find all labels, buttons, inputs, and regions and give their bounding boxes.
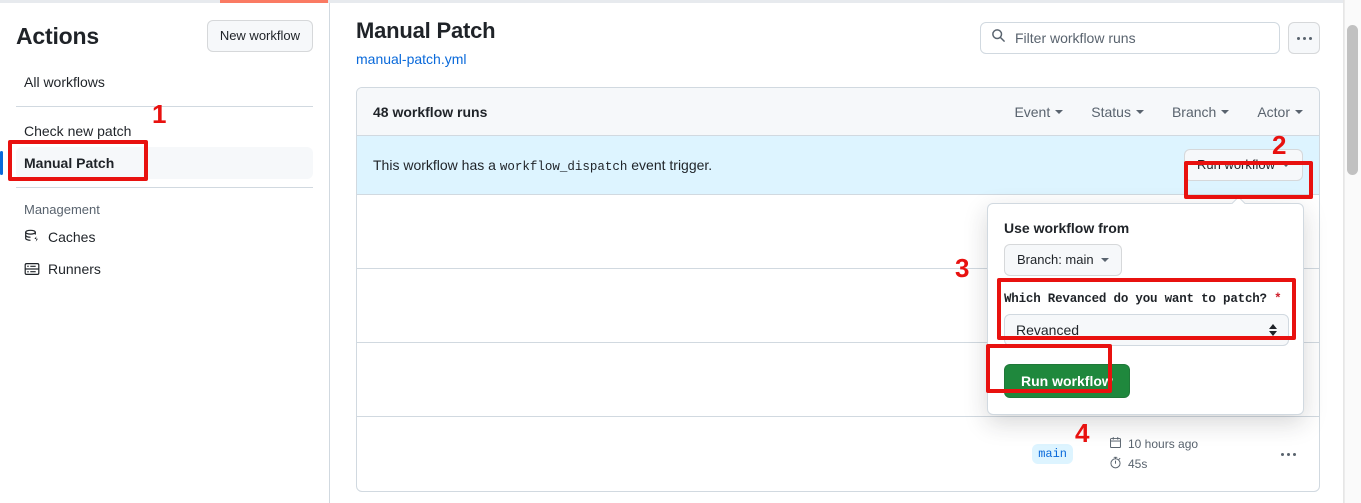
row-timestamp-text: 10 hours ago	[1128, 437, 1199, 451]
row-timestamp: 10 hours ago	[1109, 436, 1198, 452]
search-icon	[991, 28, 1006, 48]
search-input[interactable]	[1013, 29, 1269, 47]
workflow-header: Manual Patch manual-patch.yml	[356, 3, 1320, 70]
table-row[interactable]: main 10 hours ago	[357, 417, 1319, 491]
viewport-divider	[1343, 0, 1344, 503]
row-duration-text: 45s	[1128, 457, 1148, 471]
filter-actor-label: Actor	[1257, 103, 1290, 120]
cache-icon	[24, 229, 40, 245]
workflow-title-group: Manual Patch manual-patch.yml	[356, 17, 496, 70]
runners-icon	[24, 261, 40, 277]
sidebar-item-label: Caches	[48, 229, 96, 245]
page-title: Actions	[16, 22, 99, 49]
branch-select-label: Branch: main	[1017, 252, 1094, 267]
actions-sidebar: Actions New workflow All workflows Check…	[0, 3, 330, 503]
sidebar-item-manual-patch[interactable]: Manual Patch	[0, 147, 313, 179]
page-scrollbar-track[interactable]	[1344, 0, 1361, 503]
dispatch-banner-text: This workflow has a workflow_dispatch ev…	[373, 157, 712, 174]
filter-status[interactable]: Status	[1091, 104, 1144, 120]
required-marker: *	[1274, 292, 1282, 306]
branch-badge[interactable]: main	[1032, 444, 1073, 464]
sidebar-item-runners[interactable]: Runners	[16, 253, 313, 285]
sidebar-item-check-new-patch[interactable]: Check new patch	[16, 115, 313, 147]
new-workflow-button[interactable]: New workflow	[206, 20, 313, 52]
select-stepper-icon	[1269, 324, 1277, 336]
use-workflow-from-label: Use workflow from	[1004, 220, 1130, 236]
dispatch-suffix: event trigger.	[631, 156, 713, 173]
workflow-file-link[interactable]: manual-patch.yml	[356, 51, 467, 67]
filter-actor[interactable]: Actor	[1257, 104, 1303, 120]
stopwatch-icon	[1109, 456, 1122, 472]
workflow-dispatch-banner: This workflow has a workflow_dispatch ev…	[357, 136, 1319, 195]
chevron-down-icon	[1055, 109, 1064, 114]
run-workflow-dropdown-button[interactable]: Run workflow	[1183, 149, 1303, 181]
chevron-down-icon	[1221, 109, 1230, 114]
row-meta: 10 hours ago 45s	[1073, 436, 1273, 472]
revanced-select-value: Revanced	[1016, 322, 1080, 338]
sidebar-item-caches[interactable]: Caches	[16, 221, 313, 253]
sidebar-item-label: Check new patch	[24, 123, 132, 139]
filter-branch-label: Branch	[1171, 103, 1217, 120]
kebab-icon	[1280, 452, 1296, 456]
sidebar-section-management: Management	[24, 202, 100, 217]
filter-event[interactable]: Event	[1014, 103, 1064, 120]
workflow-runs-panel: 48 workflow runs Event Status Branch	[356, 87, 1320, 492]
workflow-input-label-text: Which Revanced do you want to patch?	[1004, 292, 1267, 306]
calendar-icon	[1109, 436, 1122, 452]
chevron-down-icon	[1295, 109, 1303, 114]
sidebar-item-all-workflows[interactable]: All workflows	[16, 66, 313, 98]
popup-arrow	[1230, 196, 1246, 204]
kebab-icon	[1296, 36, 1312, 40]
chevron-down-icon	[1100, 258, 1109, 262]
sidebar-workflow-list: All workflows Check new patch Manual Pat…	[0, 66, 313, 285]
row-kebab-button[interactable]	[1273, 452, 1303, 456]
filters-group: Event Status Branch Actor	[1014, 104, 1303, 120]
revanced-select[interactable]: Revanced	[1004, 314, 1289, 346]
chevron-down-icon	[1282, 163, 1290, 167]
sidebar-item-label: Manual Patch	[24, 155, 115, 171]
popup-body: Use workflow from Branch: main Which Rev…	[988, 204, 1303, 414]
run-workflow-popup: Use workflow from Branch: main Which Rev…	[987, 203, 1304, 415]
dispatch-event-code: workflow_dispatch	[499, 159, 628, 174]
sidebar-divider-1	[16, 106, 313, 107]
header-actions	[980, 17, 1320, 54]
sidebar-divider-2	[16, 187, 313, 188]
workflow-runs-count: 48 workflow runs	[373, 103, 488, 120]
page-scrollbar-thumb[interactable]	[1347, 25, 1358, 175]
workflow-input-field: Which Revanced do you want to patch? * R…	[1004, 292, 1289, 346]
workflow-input-label: Which Revanced do you want to patch? *	[1004, 292, 1287, 306]
sidebar-item-label: All workflows	[24, 74, 105, 90]
filter-status-label: Status	[1091, 103, 1131, 120]
filter-branch[interactable]: Branch	[1171, 103, 1230, 120]
workflow-runs-toolbar: 48 workflow runs Event Status Branch	[357, 88, 1319, 136]
sidebar-header: Actions New workflow	[16, 3, 313, 62]
row-duration: 45s	[1109, 456, 1147, 472]
filter-event-label: Event	[1014, 103, 1051, 120]
page-load-bar-track	[0, 0, 1361, 3]
header-kebab-button[interactable]	[1288, 22, 1320, 54]
page-load-bar-progress	[220, 0, 328, 3]
run-workflow-dropdown-label: Run workflow	[1196, 157, 1275, 172]
branch-select-button[interactable]: Branch: main	[1004, 244, 1122, 276]
sidebar-item-label: Runners	[48, 261, 101, 277]
filter-workflow-runs-box[interactable]	[980, 22, 1280, 54]
run-workflow-submit-button[interactable]: Run workflow	[1004, 364, 1130, 398]
chevron-down-icon	[1135, 109, 1144, 114]
workflow-title: Manual Patch	[356, 18, 496, 43]
dispatch-prefix: This workflow has a	[373, 156, 496, 173]
